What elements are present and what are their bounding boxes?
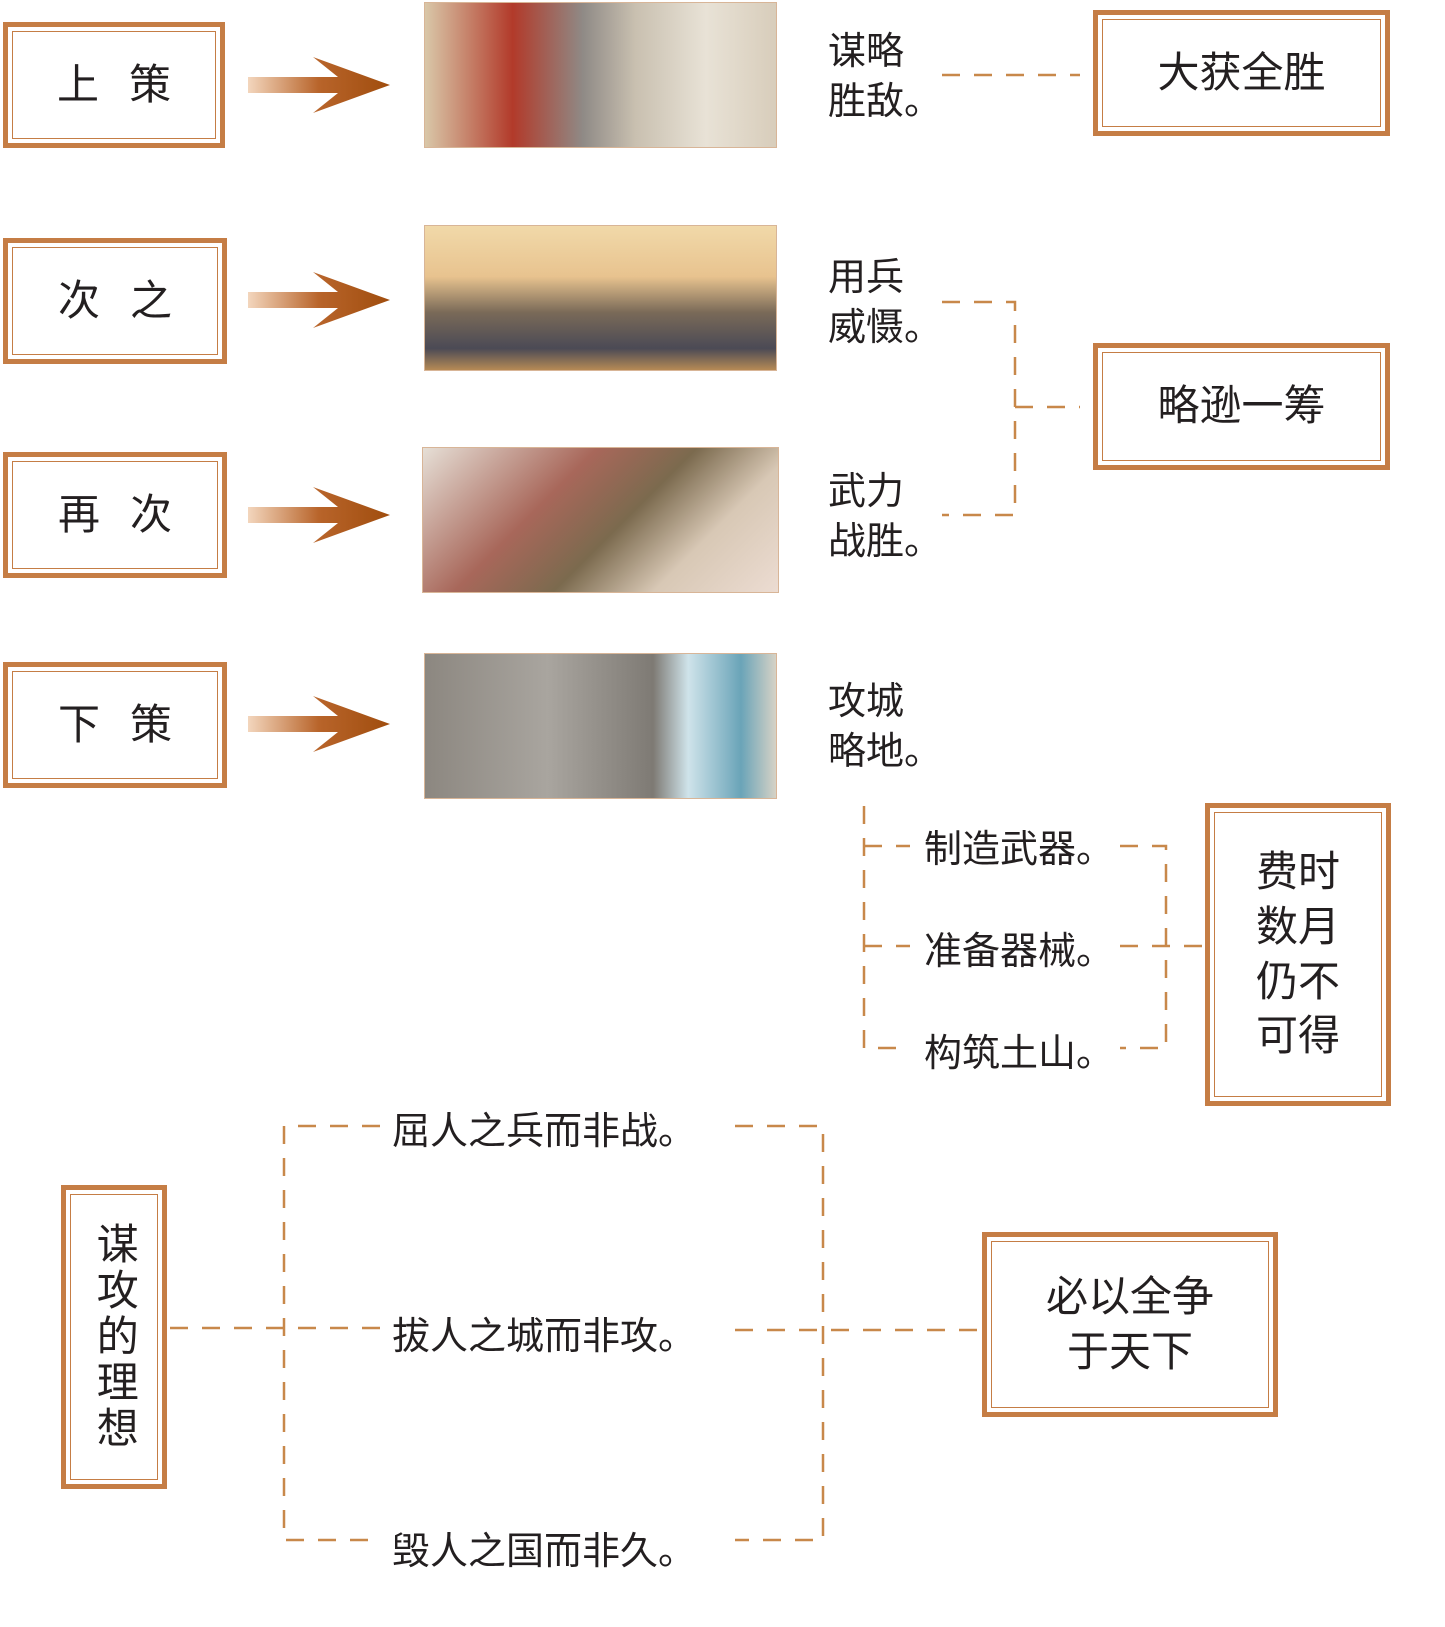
council-of-generals-illustration <box>424 2 777 148</box>
army-display-illustration <box>424 225 777 371</box>
ideal-item: 屈人之兵而非战。 <box>392 1100 705 1155</box>
row-description: 武力战胜。 <box>828 469 943 563</box>
ideal-conclusion-box: 必以全争于天下 <box>982 1232 1278 1417</box>
siege-step: 构筑土山。 <box>924 1022 1115 1077</box>
strategy-label: 次之 <box>57 275 202 325</box>
dash-siege-right <box>1120 844 1168 1050</box>
siege-of-city-wall-illustration <box>424 653 777 799</box>
arrow-right-icon <box>248 57 390 113</box>
ideal-item: 拔人之城而非攻。 <box>392 1305 705 1360</box>
result-box-worst: 费时数月仍不可得 <box>1205 803 1391 1106</box>
dash-ideal-bracket-left <box>282 1124 380 1542</box>
result-box-middle: 略逊一筹 <box>1093 343 1390 470</box>
strategy-box-third: 再次 <box>3 452 227 578</box>
strategy-label: 下策 <box>57 699 202 749</box>
row-description: 谋略胜敌。 <box>828 29 943 123</box>
strategy-box-second: 次之 <box>3 238 227 364</box>
arrow-right-icon <box>248 696 390 752</box>
dash-siege-left <box>862 806 910 1050</box>
row-description: 攻城略地。 <box>828 679 943 773</box>
strategy-box-best: 上策 <box>3 22 225 148</box>
siege-step: 准备器械。 <box>924 920 1115 975</box>
dash-ideal-bracket-right <box>735 1124 825 1542</box>
arrow-right-icon <box>248 487 390 543</box>
ideal-item: 毁人之国而非久。 <box>392 1520 705 1575</box>
result-box-best: 大获全胜 <box>1093 10 1390 136</box>
cavalry-battle-illustration <box>422 447 779 593</box>
dash-middle-top <box>942 300 1017 517</box>
siege-step: 制造武器。 <box>924 818 1115 873</box>
arrow-right-icon <box>248 272 390 328</box>
strategy-box-worst: 下策 <box>3 662 227 788</box>
row-description: 用兵威慑。 <box>828 255 943 349</box>
strategy-label: 上策 <box>56 59 201 109</box>
ideal-title-box: 谋攻的理想 <box>61 1185 167 1489</box>
strategy-label: 再次 <box>57 489 202 539</box>
